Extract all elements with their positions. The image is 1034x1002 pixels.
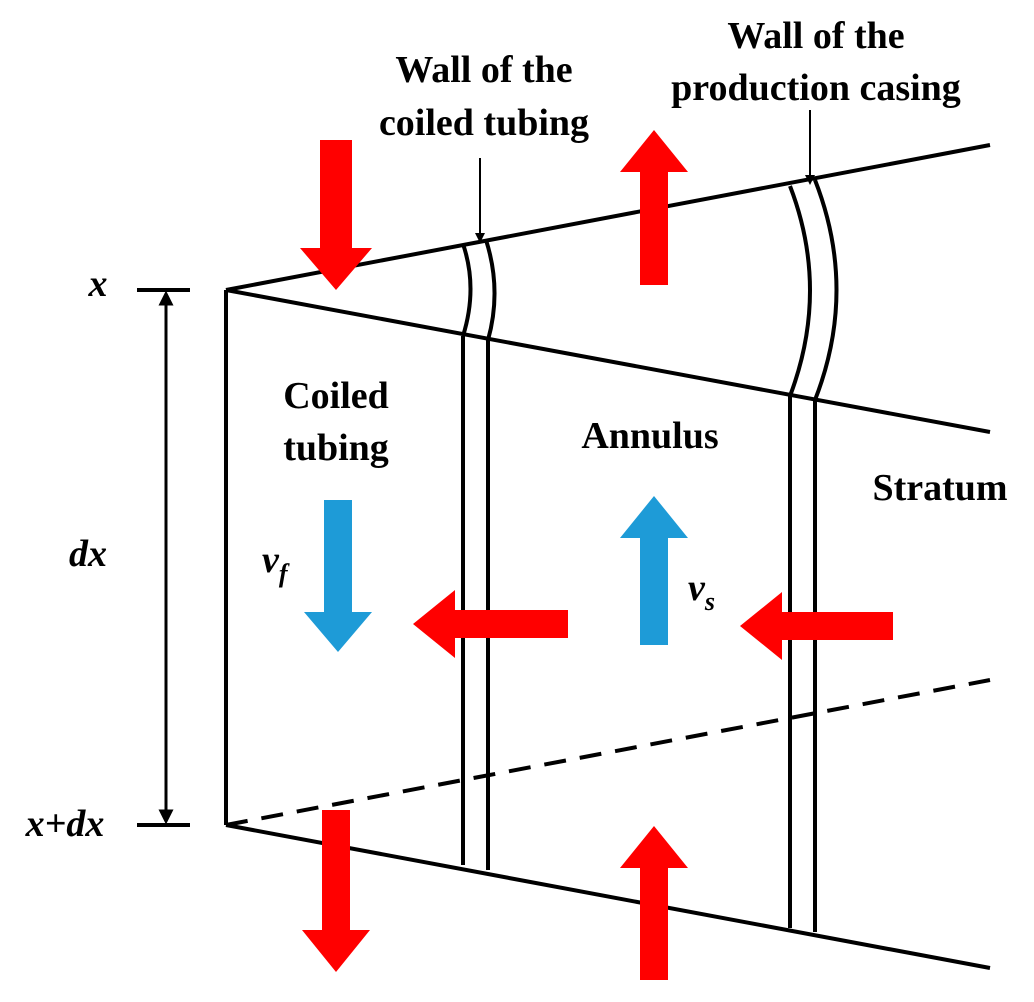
stratum-label: Stratum xyxy=(872,467,1007,509)
vf-subscript: f xyxy=(279,559,290,588)
red-arrow-down-bottom-left xyxy=(302,810,370,972)
wall-casing-label-line2: production casing xyxy=(671,67,961,109)
casing-wall-curve-outer xyxy=(813,179,839,401)
bottom-lower-line xyxy=(225,823,991,970)
vf-label: vf xyxy=(262,539,290,588)
dx-label: dx xyxy=(69,533,107,575)
x-label: x xyxy=(88,263,108,305)
top-lower-line xyxy=(225,288,991,434)
blue-arrow-down-coiled xyxy=(304,500,372,652)
red-arrow-up-bottom-middle xyxy=(620,826,688,980)
wall-coiled-label-line1: Wall of the xyxy=(395,49,572,91)
vf-base: v xyxy=(262,539,280,581)
coiled-tubing-label-line1: Coiled xyxy=(283,375,389,417)
bottom-dashed-line xyxy=(225,678,991,827)
coiled-tubing-label-line2: tubing xyxy=(283,427,389,469)
x-plus-dx-label: x+dx xyxy=(25,803,105,845)
red-arrow-left-right xyxy=(740,592,893,660)
vs-label: vs xyxy=(688,567,715,616)
vs-base: v xyxy=(688,567,706,609)
coiled-tubing-wall-curve-outer xyxy=(484,239,497,341)
red-arrow-up-top-middle xyxy=(620,130,688,285)
annulus-label: Annulus xyxy=(581,415,718,457)
blue-arrow-up-annulus xyxy=(620,496,688,645)
coiled-tubing-wall-curve-inner xyxy=(461,243,473,337)
red-arrow-down-top-left xyxy=(300,140,372,290)
vs-subscript: s xyxy=(704,587,715,616)
wall-casing-label-line1: Wall of the xyxy=(727,15,904,57)
casing-wall-curve-inner xyxy=(788,185,812,397)
red-arrow-left-middle xyxy=(413,590,568,658)
wall-coiled-label-line2: coiled tubing xyxy=(379,102,589,144)
